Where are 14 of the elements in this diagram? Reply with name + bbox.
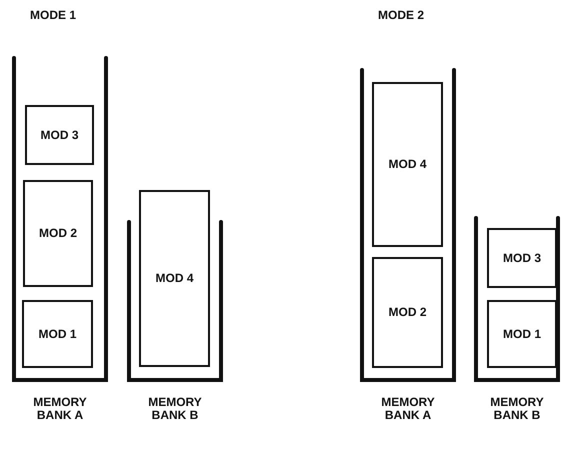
module-box: MOD 2	[23, 180, 93, 287]
module-box: MOD 4	[139, 190, 210, 367]
module-box: MOD 1	[22, 300, 93, 368]
module-box: MOD 3	[487, 228, 557, 288]
module-box: MOD 3	[25, 105, 94, 165]
bank-label: MEMORY BANK A	[380, 396, 436, 422]
module-box: MOD 2	[372, 257, 443, 368]
bank-label: MEMORY BANK A	[32, 396, 88, 422]
module-box: MOD 4	[372, 82, 443, 247]
bank-label: MEMORY BANK B	[489, 396, 545, 422]
module-box: MOD 1	[487, 300, 557, 368]
bank-label: MEMORY BANK B	[147, 396, 203, 422]
mode-heading: MODE 2	[378, 8, 424, 22]
mode-heading: MODE 1	[30, 8, 76, 22]
